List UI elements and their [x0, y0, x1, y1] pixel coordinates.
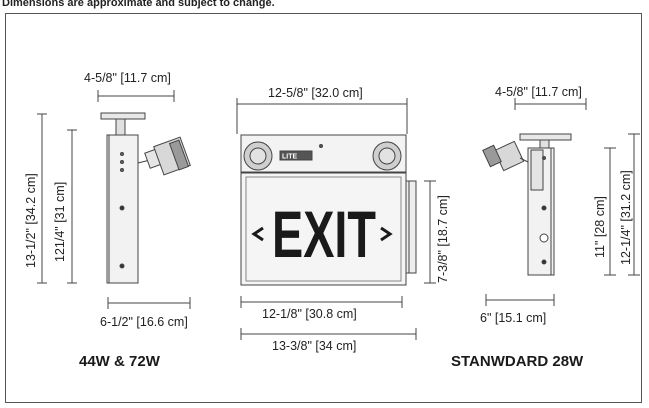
- center-view: [236, 98, 436, 340]
- left-chevron-icon: [251, 226, 264, 242]
- right-chevron-icon: [380, 226, 393, 242]
- mounting-plate: [100, 112, 146, 120]
- exit-sign-text: EXIT: [272, 197, 376, 271]
- diagram-frame: [5, 13, 642, 403]
- right-depth-label: 6" [15.1 cm]: [480, 311, 546, 325]
- center-overall-width-label: 13-3/8" [34 cm]: [272, 339, 356, 353]
- left-model-caption: 44W & 72W: [79, 353, 161, 370]
- left-model: [37, 90, 191, 309]
- right-model: [482, 98, 640, 306]
- right-body-height-label: 11" [28 cm]: [593, 196, 607, 258]
- center-top-width-label: 12-5/8" [32.0 cm]: [268, 86, 363, 100]
- exit-sign-face: [240, 172, 407, 286]
- right-lamp-head: [482, 140, 529, 172]
- right-overall-height-label: 12-1/4" [31.2 cm]: [619, 170, 633, 265]
- lamp-brand-label: LITE: [282, 154, 297, 161]
- right-top-width-label: 4-5/8" [11.7 cm]: [495, 85, 582, 99]
- left-body-height-label: 121/4" [31 cm]: [53, 182, 67, 262]
- left-overall-height-label: 13-1/2" [34.2 cm]: [24, 173, 38, 268]
- right-model-caption: STANWDARD 28W: [451, 353, 584, 370]
- left-lamp-head: [137, 136, 191, 176]
- center-inner-width-label: 12-1/8" [30.8 cm]: [262, 307, 357, 321]
- center-height-label: 7-3/8" [18.7 cm]: [436, 195, 450, 283]
- left-top-width-label: 4-5/8" [11.7 cm]: [84, 71, 171, 85]
- left-depth-label: 6-1/2" [16.6 cm]: [100, 315, 188, 329]
- dimensions-note: Dimensions are approximate and subject t…: [2, 0, 275, 9]
- right-mounting-plate: [519, 133, 572, 141]
